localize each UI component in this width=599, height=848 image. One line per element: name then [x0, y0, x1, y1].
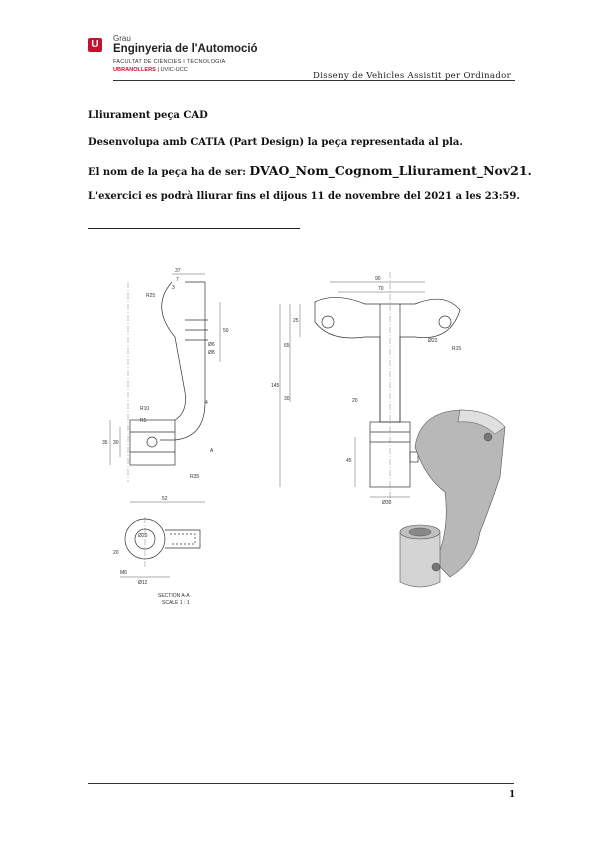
dim-label: R15 — [452, 346, 461, 352]
header-rule — [113, 80, 515, 81]
course-title: Disseny de Vehicles Assistit per Ordinad… — [313, 71, 512, 81]
dim-label: Ø22 — [428, 338, 438, 344]
program-label: Grau — [113, 34, 131, 43]
dim-label: 50 — [223, 328, 229, 334]
university-logo: U — [88, 38, 102, 52]
degree-name: Enginyeria de l'Automoció — [113, 43, 258, 55]
dim-label: 20 — [352, 398, 358, 404]
dim-label: Ø30 — [382, 500, 392, 506]
dim-label: 30 — [113, 440, 119, 446]
dim-label: R25 — [146, 293, 155, 299]
faculty-name: FACULTAT DE CIÈNCIES I TECNOLOGIA — [113, 59, 226, 65]
separator-line — [88, 228, 300, 229]
technical-drawing: 37 7 3 R25 50 Ø6 Ø8 R10 4 R5 35 30 52 A … — [80, 262, 530, 612]
dim-label: Ø6 — [208, 342, 215, 348]
dim-label: 70 — [378, 286, 384, 292]
dim-label: 45 — [346, 458, 352, 464]
file-name-prefix: El nom de la peça ha de ser: — [88, 167, 250, 178]
dim-label: 25 — [293, 318, 299, 324]
drawing-svg: 37 7 3 R25 50 Ø6 Ø8 R10 4 R5 35 30 52 A … — [102, 268, 506, 606]
dim-label: 90 — [375, 276, 381, 282]
page-number: 1 — [509, 790, 516, 800]
dim-label: M6 — [120, 570, 127, 576]
dim-label: 7 — [176, 277, 179, 283]
section-view — [120, 517, 201, 578]
dim-label: A — [210, 448, 214, 454]
dim-label: 4 — [205, 400, 208, 406]
university-name: UBRANOLLERS | UVIC-UCC — [113, 67, 188, 73]
dim-label: 30 — [284, 396, 290, 402]
dim-label: R10 — [140, 406, 149, 412]
dim-label: 52 — [162, 496, 168, 502]
isometric-view — [399, 409, 506, 588]
dim-label: 3 — [172, 285, 175, 291]
dim-label: R35 — [190, 474, 199, 480]
front-view — [279, 272, 461, 502]
dim-label: R5 — [140, 418, 147, 424]
assignment-heading: Lliurament peça CAD — [88, 110, 208, 121]
dim-label: 145 — [271, 383, 280, 389]
footer-rule — [88, 783, 514, 784]
dim-label: Ø20 — [138, 533, 148, 539]
file-name: DVAO_Nom_Cognom_Lliurament_Nov21. — [249, 163, 532, 178]
university-rest: | UVIC-UCC — [155, 67, 188, 73]
dim-label: Ø12 — [138, 580, 148, 586]
file-name-line: El nom de la peça ha de ser: DVAO_Nom_Co… — [88, 163, 532, 178]
dim-label: Ø8 — [208, 350, 215, 356]
university-red: UBRANOLLERS — [113, 67, 156, 73]
section-scale: SCALE 1 : 1 — [162, 600, 190, 606]
dimension-labels: 37 7 3 R25 50 Ø6 Ø8 R10 4 R5 35 30 52 A … — [102, 268, 461, 606]
dim-label: 65 — [284, 343, 290, 349]
deadline-text: L'exercici es podrà lliurar fins el dijo… — [88, 191, 520, 202]
dim-label: 20 — [113, 550, 119, 556]
section-title: SECTION A-A — [158, 593, 190, 599]
logo-letter: U — [91, 39, 99, 50]
dim-label: 37 — [175, 268, 181, 274]
side-view — [109, 273, 221, 503]
dim-label: 35 — [102, 440, 108, 446]
instruction-text: Desenvolupa amb CATIA (Part Design) la p… — [88, 137, 463, 148]
